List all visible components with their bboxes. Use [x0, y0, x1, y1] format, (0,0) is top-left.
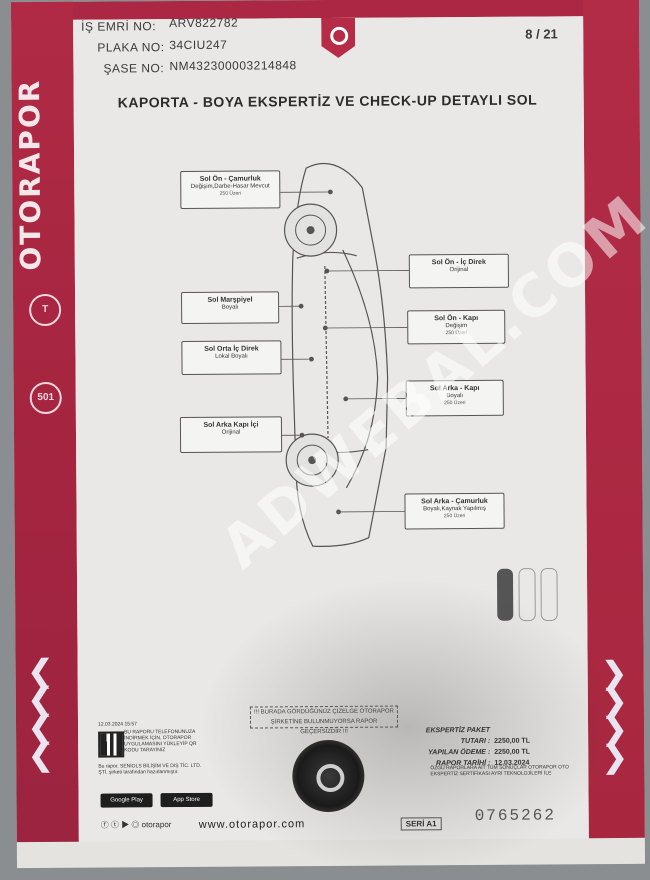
part-name: Sol Ön - İç Direk [412, 259, 506, 267]
part-name: Sol Marşpiyel [184, 296, 276, 304]
part-name: Sol Ön - Çamurluk [183, 175, 277, 183]
part-name: Sol Arka Kapı İçi [183, 421, 279, 429]
report-content: İŞ EMRİ NO: ARV822782 PLAKA NO: 34CIU247… [73, 16, 589, 842]
brand-vertical-text: OTORAPOR [13, 10, 48, 270]
part-status: Boyalı,Kaynak Yapılmış [408, 506, 502, 513]
part-sol-orta-ic-direk: Sol Orta İç Direk Lokal Boyalı [181, 340, 281, 375]
chevrons-left-icon: ❮❮❮❮ [28, 658, 54, 770]
part-sol-on-camurluk: Sol Ön - Çamurluk Değişim,Darbe-Hasar Me… [180, 170, 280, 209]
car-thumbnail-icon [493, 564, 563, 624]
part-sol-arka-kapi-ici: Sol Arka Kapı İçi Orijinal [180, 416, 282, 453]
website-url[interactable]: www.otorapor.com [199, 818, 306, 831]
seri-label: SERİ A1 [401, 817, 442, 830]
validity-notice: !!! BURADA GÖRDÜĞÜNÜZ ÇİZELGE OTORAPOR Ş… [250, 706, 398, 729]
right-brand-band: ❯❯❯❯ [583, 0, 645, 838]
report-page: OTORAPOR T 501 ❮❮❮❮ ❯❯❯❯ İŞ EMRİ NO: ARV… [11, 0, 645, 868]
part-sol-arka-camurluk: Sol Arka - Çamurluk Boyalı,Kaynak Yapılm… [404, 493, 504, 530]
qr-instructions: BU RAPORU TELEFONUNUZA İNDİRMEK İÇİN, OT… [124, 729, 210, 754]
report-date-small: 12.03.2024 15:57 [98, 721, 218, 728]
social-handle: otorapor [142, 820, 172, 829]
part-name: Sol Arka - Çamurluk [407, 498, 501, 506]
disclaimer-text: ÖZGÜ RAPORLARA AİT TÜM SONUÇLAR OTORAPOR… [430, 764, 580, 777]
left-brand-band: OTORAPOR T 501 ❮❮❮❮ [11, 2, 79, 842]
badge-501-icon: 501 [30, 382, 62, 414]
front-wheel-icon [284, 204, 336, 256]
part-status: Lokal Boyalı [184, 353, 278, 360]
part-status: Orijinal [183, 429, 279, 436]
part-name: Sol Orta İç Direk [184, 345, 278, 353]
social-links: ⓕ ⓣ ▶ ◎ otorapor [101, 819, 172, 830]
total-row: YAPILAN ÖDEME :2250,00 TL [414, 747, 530, 759]
part-status: Değişim,Darbe-Hasar Mevcut [183, 183, 277, 190]
chevrons-right-icon: ❯❯❯❯ [602, 660, 628, 772]
google-play-button[interactable]: Google Play [101, 793, 153, 807]
app-store-button[interactable]: App Store [161, 793, 213, 807]
legal-text: Bu rapor, SENİOLS BİLİŞİM VE DIŞ TİC. LT… [98, 763, 208, 776]
part-status: Orijinal [412, 267, 506, 274]
payment-totals: EKSPERTİZ PAKET TUTARI :2250,00 TL YAPIL… [414, 725, 530, 770]
part-status: Boyalı [184, 304, 276, 311]
part-measure: 250 Üzeri [408, 513, 502, 520]
part-sol-on-ic-direk: Sol Ön - İç Direk Orijinal [409, 254, 509, 289]
total-row: EKSPERTİZ PAKET TUTARI :2250,00 TL [414, 725, 530, 748]
serial-number: 0765262 [475, 806, 556, 825]
qr-code-icon [98, 731, 124, 757]
social-icons[interactable]: ⓕ ⓣ ▶ ◎ [101, 820, 142, 829]
hologram-seal-icon [292, 740, 365, 813]
part-sol-marspiyel: Sol Marşpiyel Boyalı [181, 291, 279, 324]
part-measure: 250 Üzeri [183, 190, 277, 197]
badge-t-icon: T [29, 294, 61, 326]
